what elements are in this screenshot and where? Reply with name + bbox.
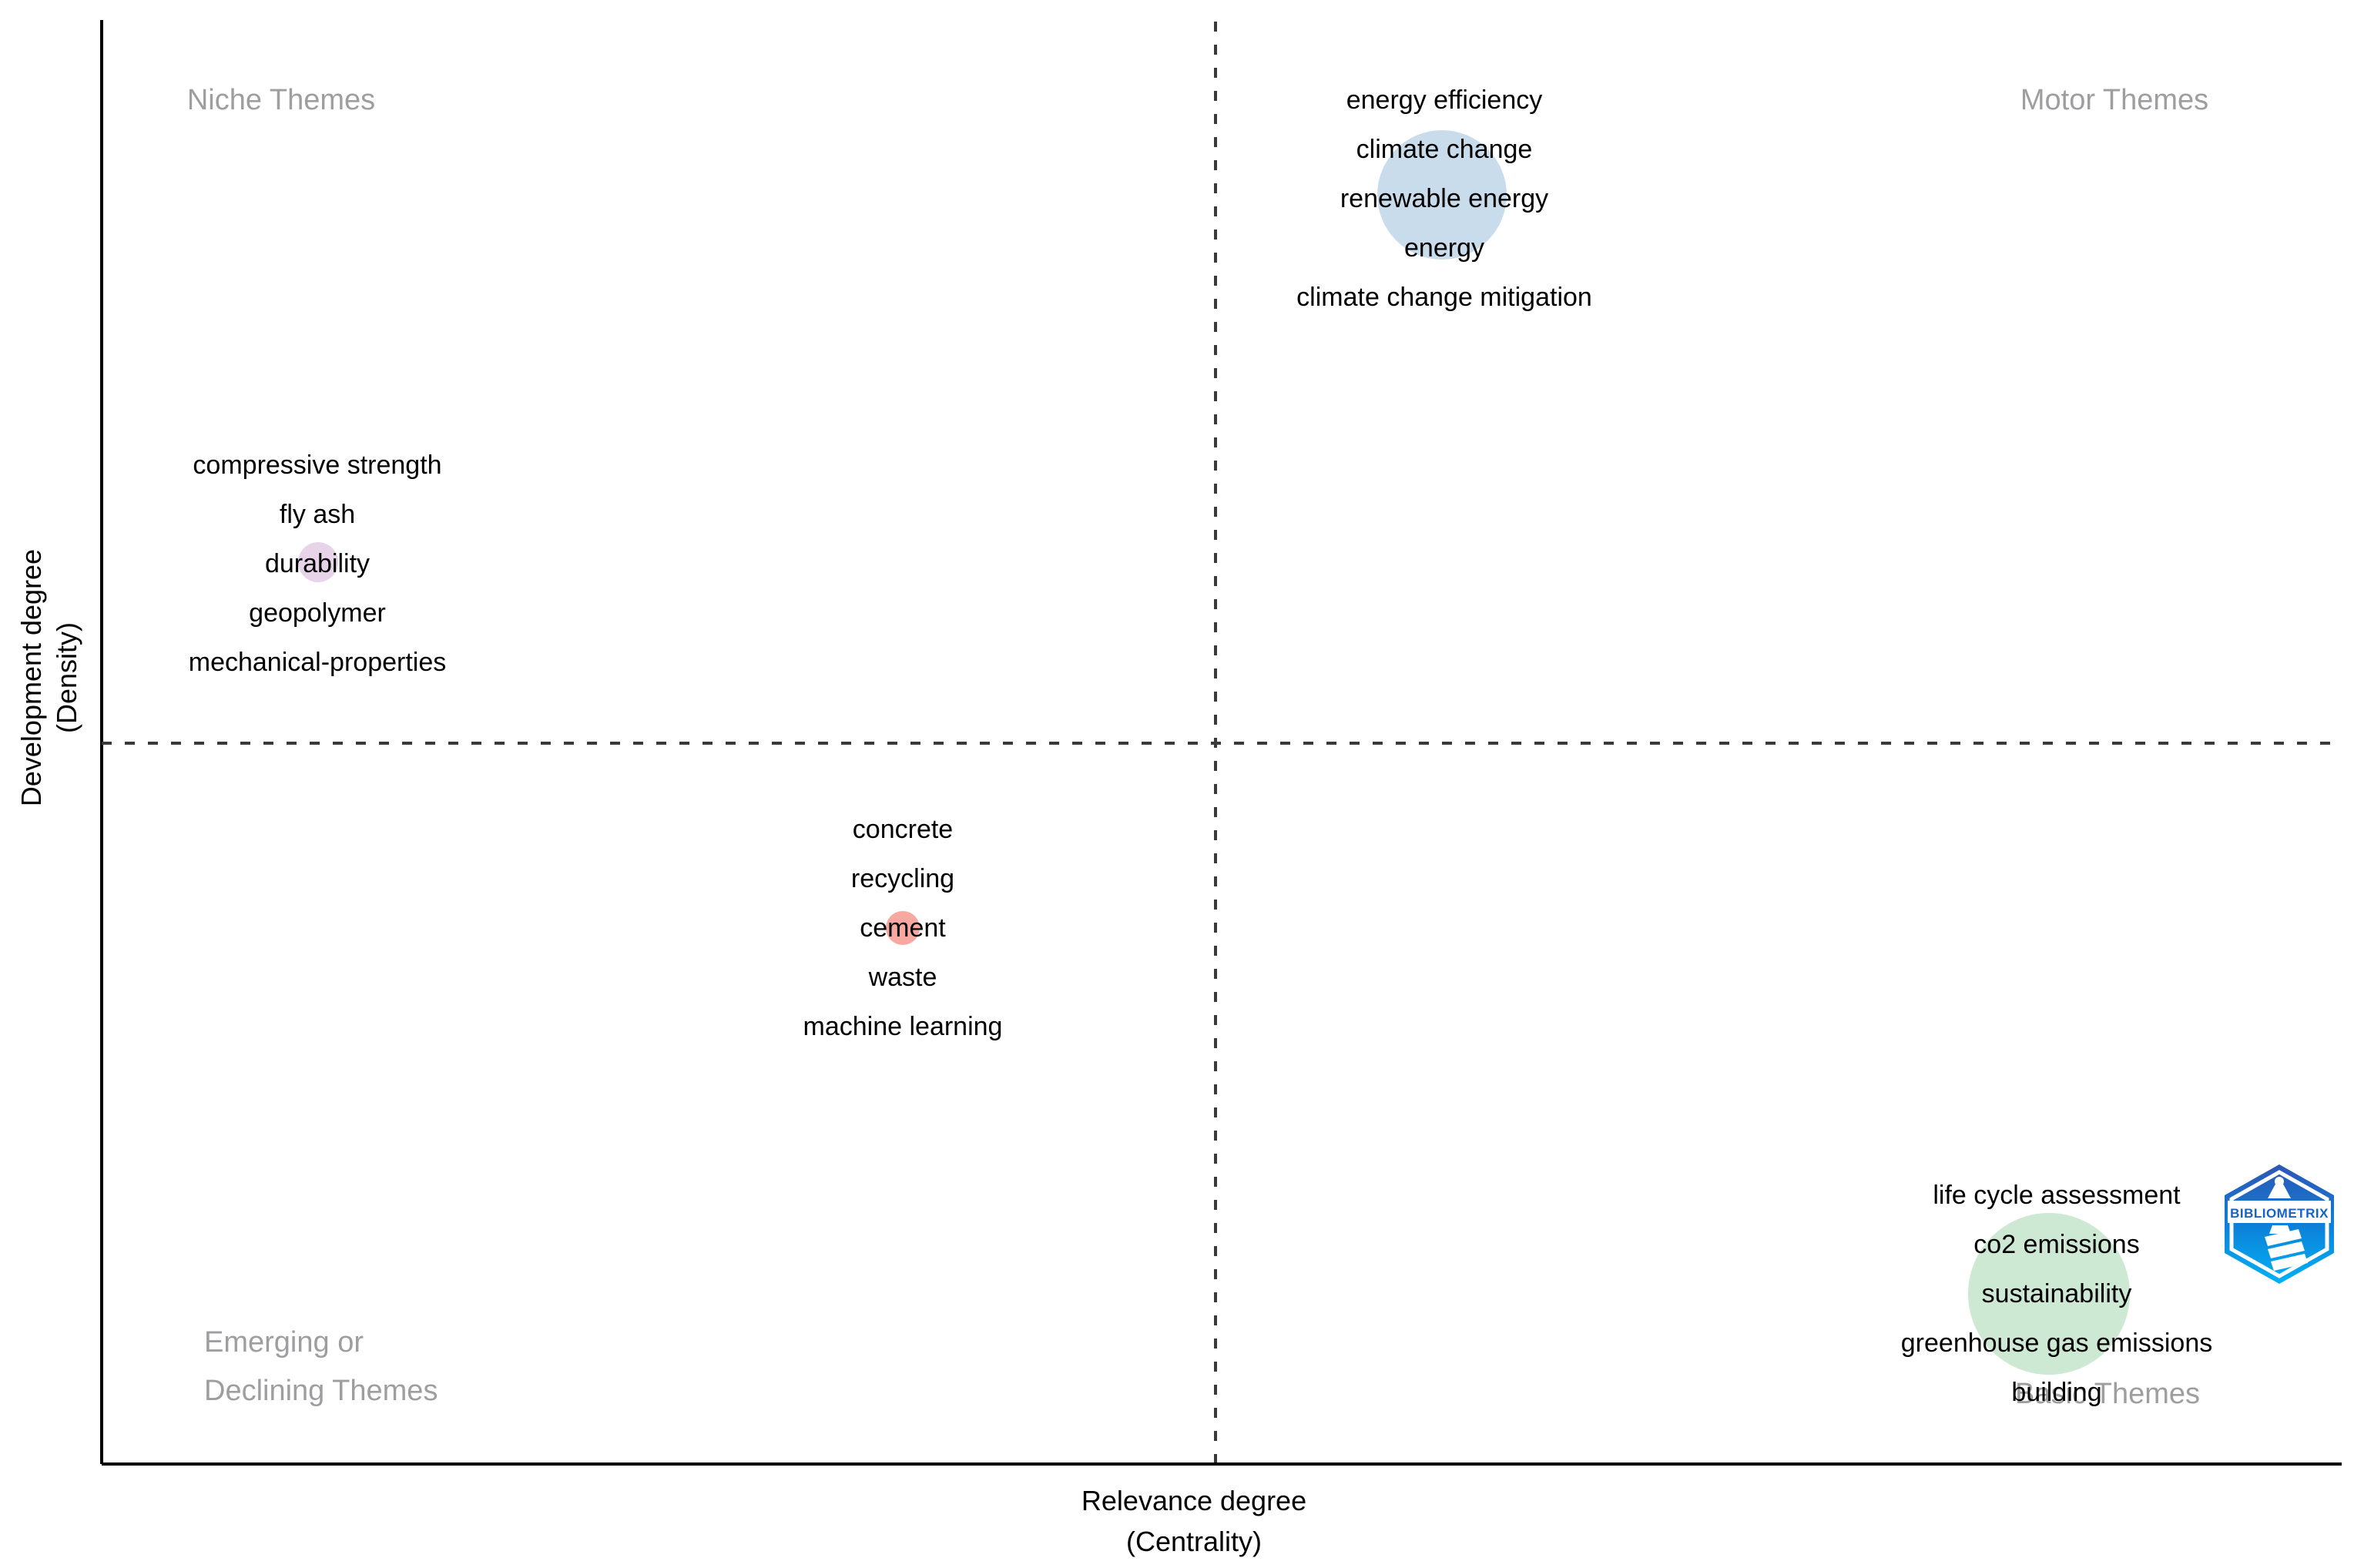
logo-hexagon <box>2225 1164 2334 1284</box>
y-axis-title: Development degree (Density) <box>14 549 85 806</box>
cluster-bubble-basic <box>1968 1213 2130 1375</box>
cluster-bubble-motor <box>1377 130 1507 260</box>
logo-inner-hexagon <box>2229 1170 2329 1278</box>
x-axis-title-line1: Relevance degree <box>1081 1485 1307 1516</box>
logo-lighthouse-roof <box>2268 1177 2291 1198</box>
y-axis-title-line2: (Density) <box>51 622 82 734</box>
cluster-bubble-emerging-declining <box>886 911 920 945</box>
x-axis-title: Relevance degree (Centrality) <box>1081 1480 1306 1562</box>
logo-text: BIBLIOMETRIX <box>2230 1206 2329 1221</box>
logo-stripe-2 <box>2268 1241 2305 1258</box>
logo-stripe-3 <box>2271 1254 2308 1271</box>
x-axis-title-line2: (Centrality) <box>1125 1526 1263 1557</box>
logo-band <box>2228 1201 2331 1223</box>
logo-lantern <box>2269 1225 2291 1234</box>
y-axis-title-line1: Development degree <box>15 548 47 807</box>
cluster-bubble-niche <box>298 542 338 582</box>
logo-stripe-1 <box>2265 1229 2302 1246</box>
bibliometrix-logo-icon: BIBLIOMETRIX <box>2225 1164 2334 1284</box>
